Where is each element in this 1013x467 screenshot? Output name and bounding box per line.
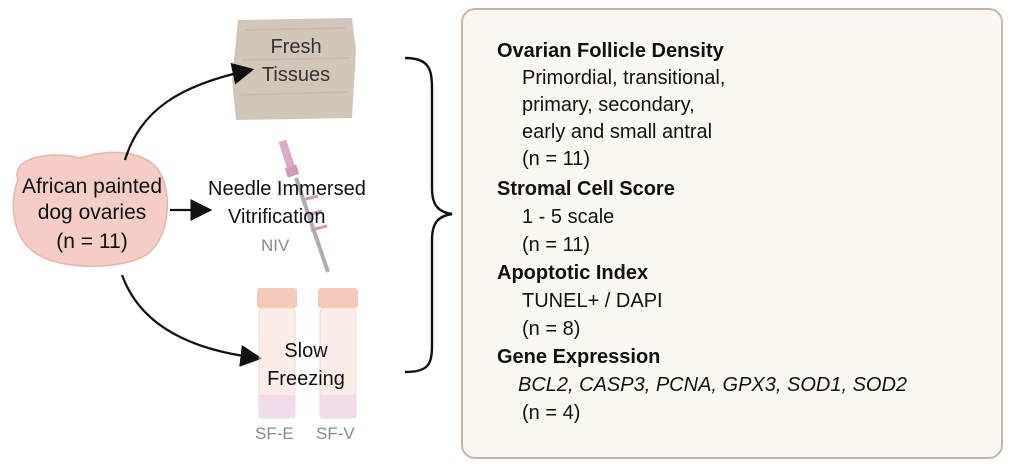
niv-label-line1: Needle Immersed	[208, 178, 366, 200]
curly-brace	[404, 56, 453, 374]
fresh-label-line1: Fresh	[270, 36, 322, 58]
arrow-to-slow	[120, 274, 263, 367]
source-label-line1: African painted	[21, 175, 163, 198]
follicle-n: (n = 11)	[522, 148, 590, 170]
follicle-line2: primary, secondary,	[522, 94, 695, 116]
follicle-line3: early and small antral	[522, 121, 713, 143]
arrow-to-fresh	[123, 62, 255, 161]
needle-icon	[278, 139, 330, 273]
gene-n: (n = 4)	[522, 402, 581, 424]
stromal-n: (n = 11)	[522, 234, 590, 256]
tube-sfv-label: SF-V	[316, 424, 355, 443]
apoptotic-n: (n = 8)	[522, 318, 581, 340]
source-label-n: (n = 11)	[56, 230, 128, 253]
follicle-line1: Primordial, transitional,	[522, 67, 726, 89]
tube-sfe-icon	[257, 288, 297, 419]
follicle-heading: Ovarian Follicle Density	[497, 40, 724, 62]
outcomes-panel	[461, 8, 1003, 459]
stromal-heading: Stromal Cell Score	[497, 178, 675, 200]
niv-label-line2: Vitrification	[228, 206, 326, 228]
tube-sfe-label: SF-E	[255, 424, 294, 443]
tube-sfv-icon	[318, 288, 358, 419]
niv-abbr: NIV	[261, 236, 290, 255]
fresh-label-line2: Tissues	[261, 64, 331, 86]
apoptotic-line1: TUNEL+ / DAPI	[522, 290, 663, 312]
apoptotic-heading: Apoptotic Index	[497, 262, 649, 284]
source-label-line2: dog ovaries	[37, 201, 147, 224]
ovary-shape	[12, 151, 169, 267]
gene-list: BCL2, CASP3, PCNA, GPX3, SOD1, SOD2	[518, 374, 908, 396]
slow-label-line1: Slow	[284, 340, 328, 362]
slow-label-line2: Freezing	[267, 368, 345, 390]
gene-heading: Gene Expression	[497, 346, 661, 368]
stromal-line1: 1 - 5 scale	[522, 206, 615, 228]
